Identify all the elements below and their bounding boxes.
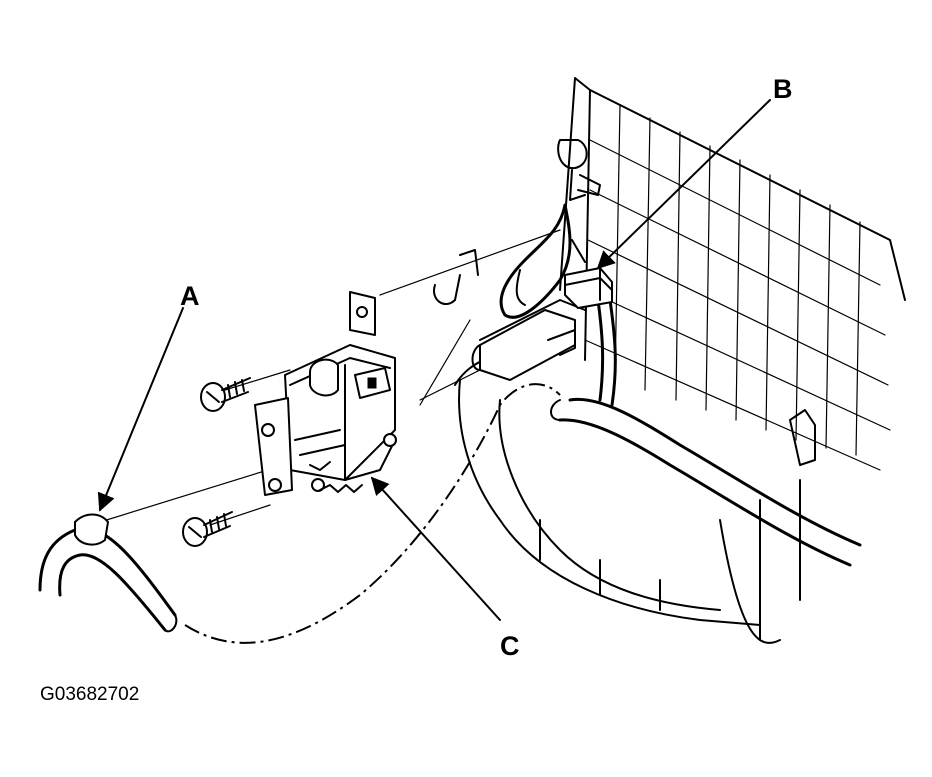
callout-b: B (773, 74, 793, 104)
leader-lines (97, 99, 771, 621)
mount-block (471, 309, 576, 381)
connector-b (564, 267, 613, 309)
housing-fins (584, 104, 891, 471)
actuator-motor (254, 291, 397, 496)
wire-harness (499, 139, 617, 407)
figure-code: G03682702 (40, 684, 139, 705)
callout-c: C (500, 631, 520, 661)
leader-a (97, 307, 184, 512)
screw-upper (200, 377, 251, 412)
actuator-cable (38, 383, 561, 644)
callout-a: A (180, 281, 200, 311)
screw-lower (182, 511, 233, 547)
lower-duct (550, 397, 862, 567)
heater-housing (433, 77, 906, 644)
leader-b (596, 99, 771, 270)
leader-c (370, 476, 501, 621)
